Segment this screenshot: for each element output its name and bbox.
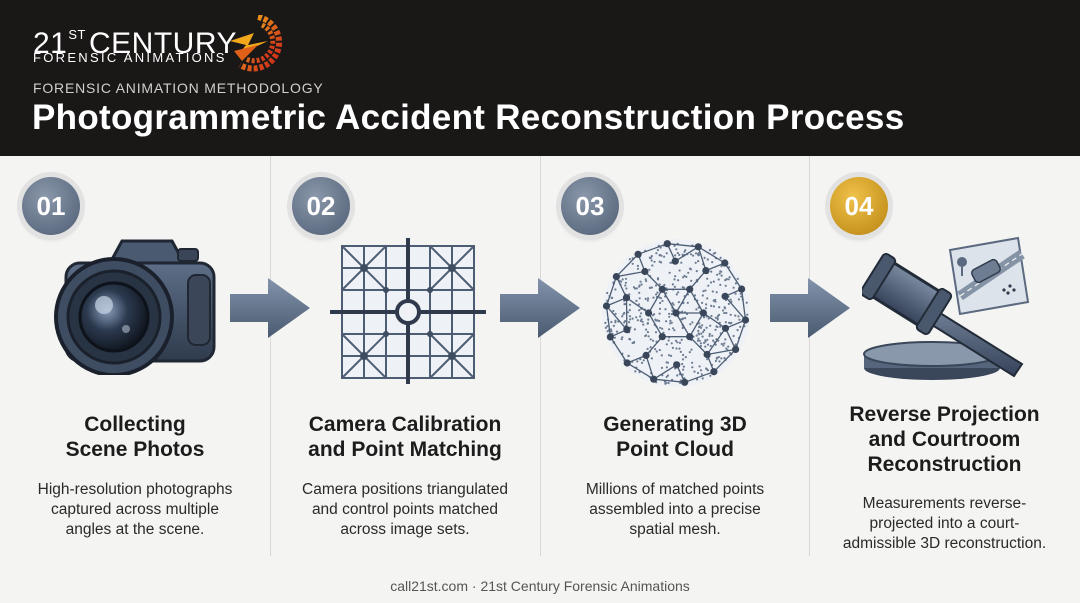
point-cloud-icon: [602, 239, 750, 387]
arrow-right-icon: [230, 278, 310, 338]
step-number-badge: 04: [830, 177, 888, 235]
calibration-grid-icon: [330, 238, 486, 384]
step-number-badge: 01: [22, 177, 80, 235]
accident-scene-icon: [948, 236, 1030, 316]
page-title: Photogrammetric Accident Reconstruction …: [32, 98, 905, 137]
column-divider: [270, 156, 271, 556]
gavel-icon: [862, 236, 1030, 380]
brand-subline: FORENSIC ANIMATIONS: [33, 50, 227, 65]
step-number-badge: 03: [561, 177, 619, 235]
arrow-right-icon: [500, 278, 580, 338]
arrow-right-icon: [770, 278, 850, 338]
brand-logo-icon: [230, 15, 283, 72]
column-divider: [540, 156, 541, 556]
step-number-badge: 02: [292, 177, 350, 235]
footer-text: call21st.com · 21st Century Forensic Ani…: [390, 578, 690, 594]
step-description: Measurements reverse-projected into a co…: [842, 495, 1047, 552]
column-divider: [809, 156, 810, 556]
camera-icon: [54, 239, 216, 375]
header-kicker: FORENSIC ANIMATION METHODOLOGY: [33, 80, 324, 96]
